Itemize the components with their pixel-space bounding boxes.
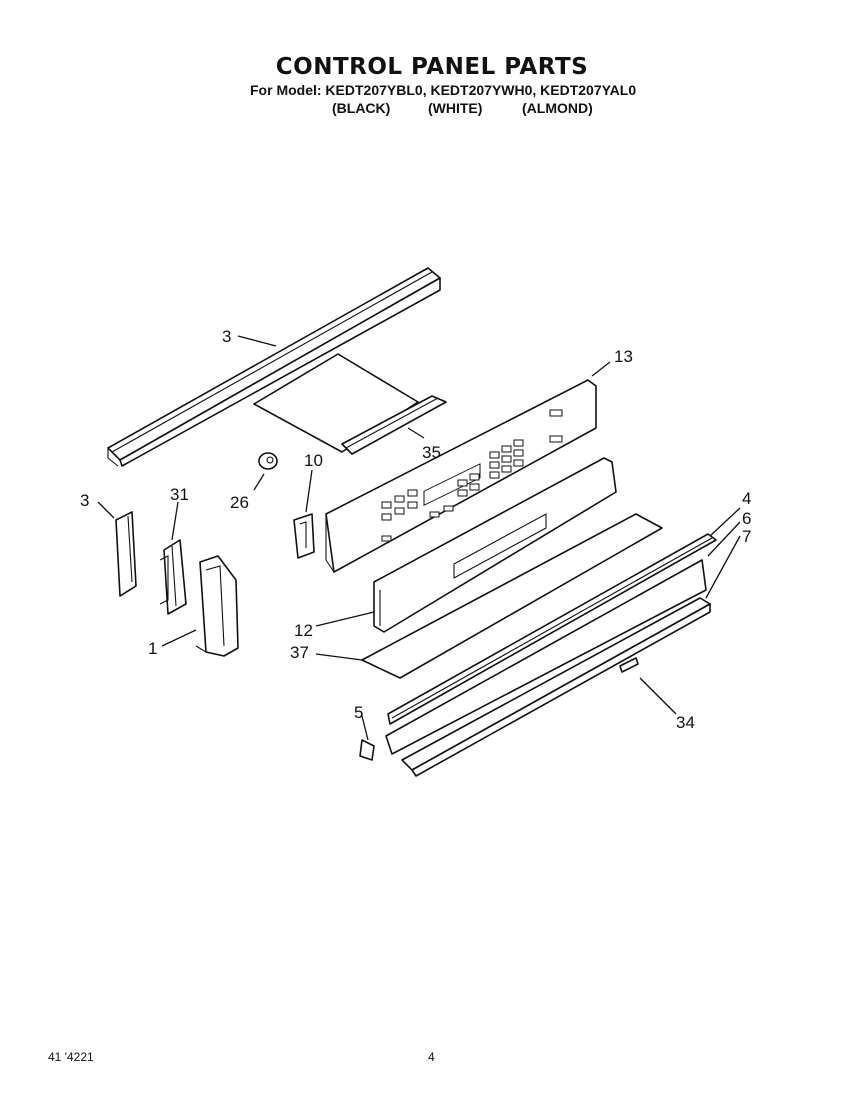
part-35-shield bbox=[253, 353, 447, 455]
callout-3-top: 3 bbox=[222, 327, 231, 346]
callout-10: 10 bbox=[304, 451, 323, 470]
part-12-rear-panel bbox=[373, 457, 617, 633]
callout-35: 35 bbox=[422, 443, 441, 462]
part-4-front-trim bbox=[387, 533, 717, 725]
page-number: 4 bbox=[428, 1050, 435, 1064]
leader-lines bbox=[97, 335, 741, 741]
callout-34: 34 bbox=[676, 713, 695, 732]
part-13-control-panel bbox=[325, 379, 597, 573]
part-34-clip bbox=[619, 657, 639, 673]
part-10-bracket bbox=[293, 513, 315, 559]
part-7-lower-trim bbox=[401, 597, 711, 777]
callout-6: 6 bbox=[742, 509, 751, 528]
part-6-glass bbox=[385, 559, 707, 755]
callout-3-left: 3 bbox=[80, 491, 89, 510]
part-31-bracket bbox=[159, 539, 187, 615]
part-3-top-trim bbox=[107, 267, 441, 467]
model-line: For Model: KEDT207YBL0, KEDT207YWH0, KED… bbox=[250, 82, 637, 98]
part-5-end-cap bbox=[359, 739, 375, 761]
callout-4: 4 bbox=[742, 489, 751, 508]
callout-37: 37 bbox=[290, 643, 309, 662]
callout-7: 7 bbox=[742, 527, 751, 546]
callout-13: 13 bbox=[614, 347, 633, 366]
variant-black: (BLACK) bbox=[332, 100, 391, 116]
variant-white: (WHITE) bbox=[428, 100, 483, 116]
callout-31: 31 bbox=[170, 485, 189, 504]
part-26-knob bbox=[258, 452, 278, 470]
callout-1: 1 bbox=[148, 639, 157, 658]
part-3-end-cap bbox=[115, 511, 137, 597]
document-number: 41 '4221 bbox=[48, 1050, 94, 1064]
callout-12: 12 bbox=[294, 621, 313, 640]
callout-5: 5 bbox=[354, 703, 363, 722]
part-37-lower-sheet bbox=[361, 513, 663, 679]
page-title: CONTROL PANEL PARTS bbox=[275, 54, 589, 80]
part-1-side-support bbox=[195, 555, 239, 657]
callout-26: 26 bbox=[230, 493, 249, 512]
variant-almond: (ALMOND) bbox=[522, 100, 593, 116]
